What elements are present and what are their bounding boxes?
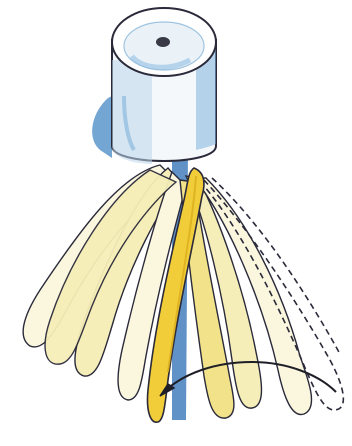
hole-icon — [156, 37, 170, 47]
cylinder-shadow — [92, 96, 112, 158]
cylinder-icon — [112, 8, 216, 164]
